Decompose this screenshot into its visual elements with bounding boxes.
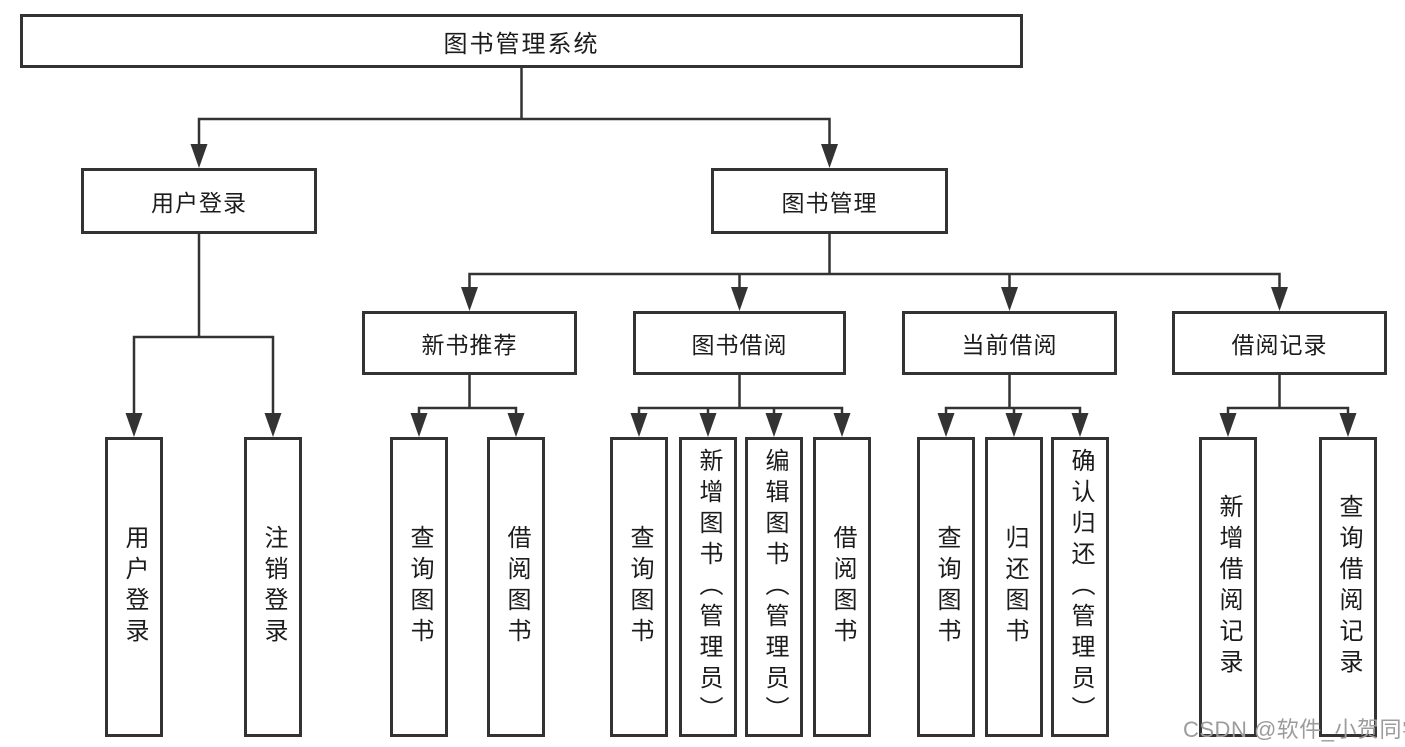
leaf-node-label: 用户登录	[121, 525, 148, 649]
leaf-node-query-books-recommend: 查询图书	[390, 437, 448, 737]
leaf-node-label: 新增借阅记录	[1215, 494, 1242, 680]
leaf-node-user-login: 用户登录	[105, 437, 163, 737]
arrow-down-icon	[731, 287, 748, 311]
leaf-node-query-books-borrowing: 查询图书	[610, 437, 668, 737]
leaf-node-label: 查询借阅记录	[1335, 494, 1362, 680]
root-node: 图书管理系统	[20, 14, 1023, 68]
group-node-label: 当前借阅	[961, 332, 1058, 358]
branch-node-label: 图书管理	[781, 190, 878, 216]
arrow-down-icon	[1219, 413, 1237, 437]
branch-node-user-login: 用户登录	[81, 168, 317, 234]
leaf-node-label: 注销登录	[260, 525, 287, 649]
leaf-node-borrow-books-recommend: 借阅图书	[487, 437, 545, 737]
group-node-label: 图书借阅	[691, 332, 788, 358]
leaf-node-label: 归还图书	[1001, 525, 1028, 649]
leaf-node-label: 确认归还（管理员）	[1067, 447, 1094, 727]
arrow-down-icon	[1271, 287, 1288, 311]
arrow-down-icon	[765, 413, 783, 437]
watermark: CSDN @软件_小贺同学	[1183, 717, 1405, 742]
branch-node-label: 用户登录	[151, 190, 247, 216]
group-node-book-borrowing: 图书借阅	[633, 311, 846, 375]
arrow-down-icon	[1339, 413, 1357, 437]
arrow-down-icon	[833, 413, 851, 437]
arrow-down-icon	[937, 413, 955, 437]
group-node-label: 借阅记录	[1231, 332, 1328, 358]
group-node-new-book-recommendation: 新书推荐	[362, 311, 577, 375]
arrow-down-icon	[507, 413, 525, 437]
arrow-down-icon	[1001, 287, 1018, 311]
leaf-node-label: 借阅图书	[829, 525, 856, 649]
leaf-node-add-borrow-record: 新增借阅记录	[1199, 437, 1257, 737]
leaf-node-borrow-books-borrowing: 借阅图书	[813, 437, 871, 737]
arrow-down-icon	[264, 413, 282, 437]
connector-path	[132, 66, 1350, 416]
leaf-node-return-books: 归还图书	[985, 437, 1043, 737]
arrow-down-icon	[410, 413, 428, 437]
group-node-borrow-records: 借阅记录	[1172, 311, 1387, 375]
branch-node-book-management: 图书管理	[711, 168, 948, 234]
group-node-label: 新书推荐	[421, 332, 518, 358]
arrow-down-icon	[1005, 413, 1023, 437]
leaf-node-confirm-return-admin: 确认归还（管理员）	[1051, 437, 1109, 737]
leaf-node-add-book-admin: 新增图书（管理员）	[679, 437, 737, 737]
leaf-node-label: 查询图书	[933, 525, 960, 649]
arrow-down-icon	[1071, 413, 1089, 437]
leaf-node-label: 查询图书	[626, 525, 653, 649]
group-node-current-borrowing: 当前借阅	[902, 311, 1117, 375]
arrow-down-icon	[821, 144, 838, 168]
arrow-down-icon	[125, 413, 143, 437]
leaf-node-label: 查询图书	[406, 525, 433, 649]
arrow-down-icon	[699, 413, 717, 437]
arrow-down-icon	[190, 144, 208, 168]
root-node-label: 图书管理系统	[443, 30, 600, 58]
leaf-node-label: 借阅图书	[503, 525, 530, 649]
leaf-node-label: 新增图书（管理员）	[695, 447, 722, 727]
leaf-node-label: 编辑图书（管理员）	[761, 447, 788, 727]
leaf-node-edit-book-admin: 编辑图书（管理员）	[745, 437, 803, 737]
leaf-node-logout: 注销登录	[244, 437, 302, 737]
leaf-node-query-borrow-record: 查询借阅记录	[1319, 437, 1377, 737]
leaf-node-query-books-current: 查询图书	[917, 437, 975, 737]
arrowheads	[125, 144, 1357, 437]
arrow-down-icon	[461, 287, 478, 311]
arrow-down-icon	[630, 413, 648, 437]
